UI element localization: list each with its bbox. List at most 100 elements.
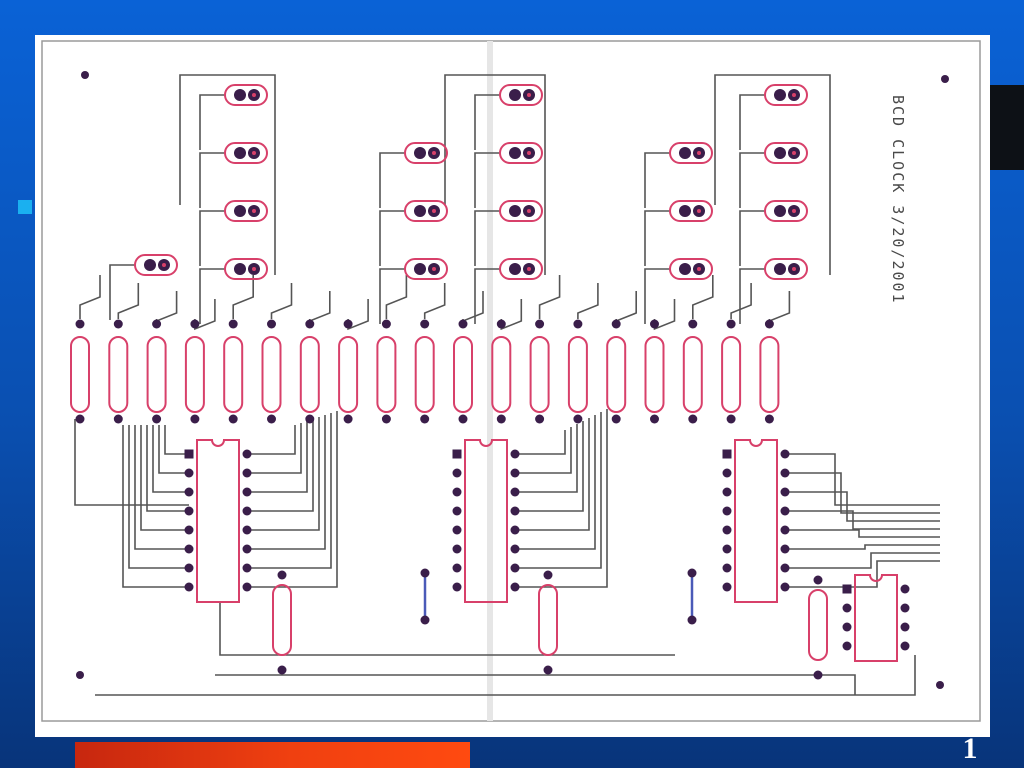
led (499, 200, 543, 222)
led-pad (679, 263, 691, 275)
trace (785, 472, 940, 514)
led-dot (527, 151, 531, 155)
pad (510, 525, 520, 535)
led-pad (509, 263, 521, 275)
trace (615, 291, 638, 323)
pad (573, 414, 583, 424)
pad (242, 506, 252, 516)
trace (158, 425, 189, 474)
trace (515, 409, 608, 588)
trace (730, 283, 752, 319)
led-pad (679, 147, 691, 159)
ic-chip (196, 439, 240, 603)
pad (726, 414, 736, 424)
led-dot (432, 267, 436, 271)
pad (780, 544, 790, 554)
resistor (567, 336, 588, 413)
pad (242, 468, 252, 478)
resistor (606, 336, 627, 413)
pad (543, 570, 553, 580)
pad (184, 506, 194, 516)
trace (379, 210, 405, 266)
resistor (721, 336, 742, 413)
pad (722, 487, 732, 497)
trace (146, 425, 189, 512)
trace (247, 415, 326, 550)
trace (538, 275, 561, 319)
pad (650, 319, 659, 329)
ic-chip (734, 439, 778, 603)
pad (900, 641, 910, 651)
trace (739, 268, 765, 324)
pad (277, 665, 287, 675)
trace (152, 425, 189, 493)
led-pad (509, 89, 521, 101)
pad (305, 414, 315, 424)
pad (510, 506, 520, 516)
pad (277, 570, 287, 580)
trace (785, 529, 940, 538)
trace (215, 674, 856, 695)
resistor (272, 584, 292, 656)
resistor (70, 336, 90, 413)
pad (305, 319, 315, 329)
pad (381, 414, 391, 424)
trace (644, 152, 670, 208)
led-dot (252, 151, 256, 155)
dark-side-block (990, 85, 1024, 170)
pad (722, 563, 732, 573)
trace (515, 427, 572, 474)
led (404, 142, 448, 164)
led-dot (792, 209, 796, 213)
mounting-hole (941, 75, 949, 83)
led (499, 142, 543, 164)
trace (134, 425, 189, 550)
pad (722, 449, 732, 459)
pad (688, 414, 698, 424)
led (764, 142, 808, 164)
led-pad (774, 147, 786, 159)
pad (242, 544, 252, 554)
pad (184, 525, 194, 535)
led (404, 258, 448, 280)
pad (184, 582, 194, 592)
pad (900, 584, 910, 594)
led-dot (432, 151, 436, 155)
trace (785, 491, 940, 522)
trace (785, 552, 940, 569)
pad (510, 487, 520, 497)
pad (780, 525, 790, 535)
led-dot (527, 209, 531, 213)
pad (687, 615, 697, 625)
trace (219, 601, 675, 656)
trace (247, 411, 338, 588)
trace (164, 425, 189, 455)
resistor (759, 336, 780, 413)
pad (184, 487, 194, 497)
trace (423, 283, 446, 319)
trace (739, 94, 765, 150)
resistor (299, 336, 320, 413)
board-title: BCD CLOCK 3/20/2001 (889, 95, 907, 305)
led (224, 258, 268, 280)
pad (452, 506, 462, 516)
pad (75, 319, 85, 329)
led-dot (792, 93, 796, 97)
trace (785, 544, 940, 550)
pad (152, 319, 162, 329)
trace (768, 291, 791, 323)
led-dot (527, 93, 531, 97)
led-dot (252, 209, 256, 213)
ic-chip (854, 574, 898, 662)
trace (385, 275, 408, 319)
led (224, 200, 268, 222)
footer-bar (75, 742, 470, 768)
pad (184, 563, 194, 573)
pad (381, 319, 391, 329)
trace (474, 94, 500, 150)
pad (573, 319, 583, 329)
led-dot (432, 209, 436, 213)
pad (420, 568, 430, 578)
trace (95, 655, 916, 696)
pad (242, 582, 252, 592)
